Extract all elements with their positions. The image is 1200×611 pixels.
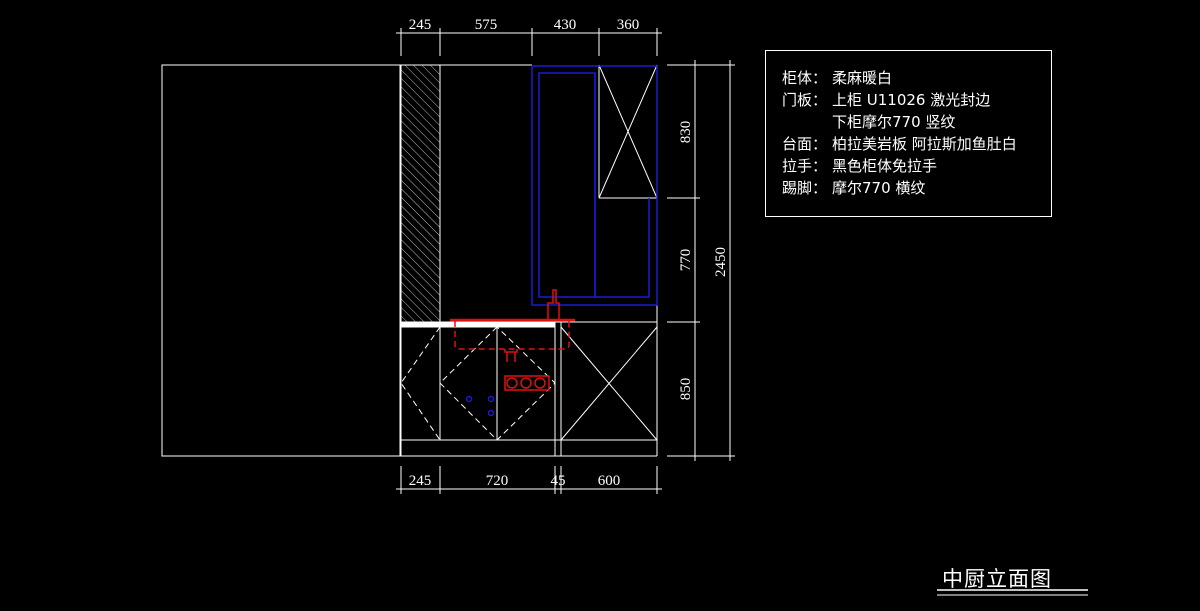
material-legend: 柜体：柔麻暖白 门板：上柜 U11026 激光封边 下柜摩尔770 竖纹 台面：…	[765, 50, 1052, 217]
legend-value: 柔麻暖白	[832, 69, 893, 87]
dim-right-1: 830	[678, 121, 694, 144]
dim-top-2: 575	[475, 17, 498, 33]
dim-bottom-4: 600	[598, 473, 621, 489]
top-dimension-line	[396, 28, 662, 56]
legend-key: 踢脚：	[782, 179, 828, 197]
dim-bottom-3: 45	[551, 473, 566, 489]
countertop	[400, 321, 556, 328]
lower-cabinets	[400, 65, 658, 456]
legend-key: 拉手：	[782, 157, 828, 175]
legend-value: 下柜摩尔770 竖纹	[832, 113, 956, 131]
wall-outline	[161, 64, 401, 457]
legend-value: 摩尔770 横纹	[832, 179, 926, 197]
dim-bottom-1: 245	[409, 473, 432, 489]
dim-top-1: 245	[409, 17, 432, 33]
dim-total-height: 2450	[713, 247, 729, 277]
upper-cabinet-open	[598, 64, 658, 199]
drawing-title: 中厨立面图	[942, 567, 1052, 591]
right-dimension-lines	[667, 60, 735, 461]
legend-value: 上柜 U11026 激光封边	[832, 91, 991, 109]
legend-value: 柏拉美岩板 阿拉斯加鱼肚白	[832, 135, 1017, 153]
legend-key	[782, 111, 832, 133]
dim-top-3: 430	[554, 17, 577, 33]
legend-value: 黑色柜体免拉手	[832, 157, 938, 175]
bottom-dimension-line	[396, 466, 662, 494]
legend-key: 台面：	[782, 135, 828, 153]
legend-key: 柜体：	[782, 69, 828, 87]
dim-top-4: 360	[617, 17, 640, 33]
sink-and-faucet	[450, 289, 575, 391]
dim-bottom-2: 720	[486, 473, 509, 489]
dim-right-2: 770	[678, 249, 694, 272]
hatched-column	[400, 64, 441, 323]
legend-key: 门板：	[782, 91, 828, 109]
upper-blue-cabinet	[465, 65, 658, 417]
dim-right-3: 850	[678, 378, 694, 401]
